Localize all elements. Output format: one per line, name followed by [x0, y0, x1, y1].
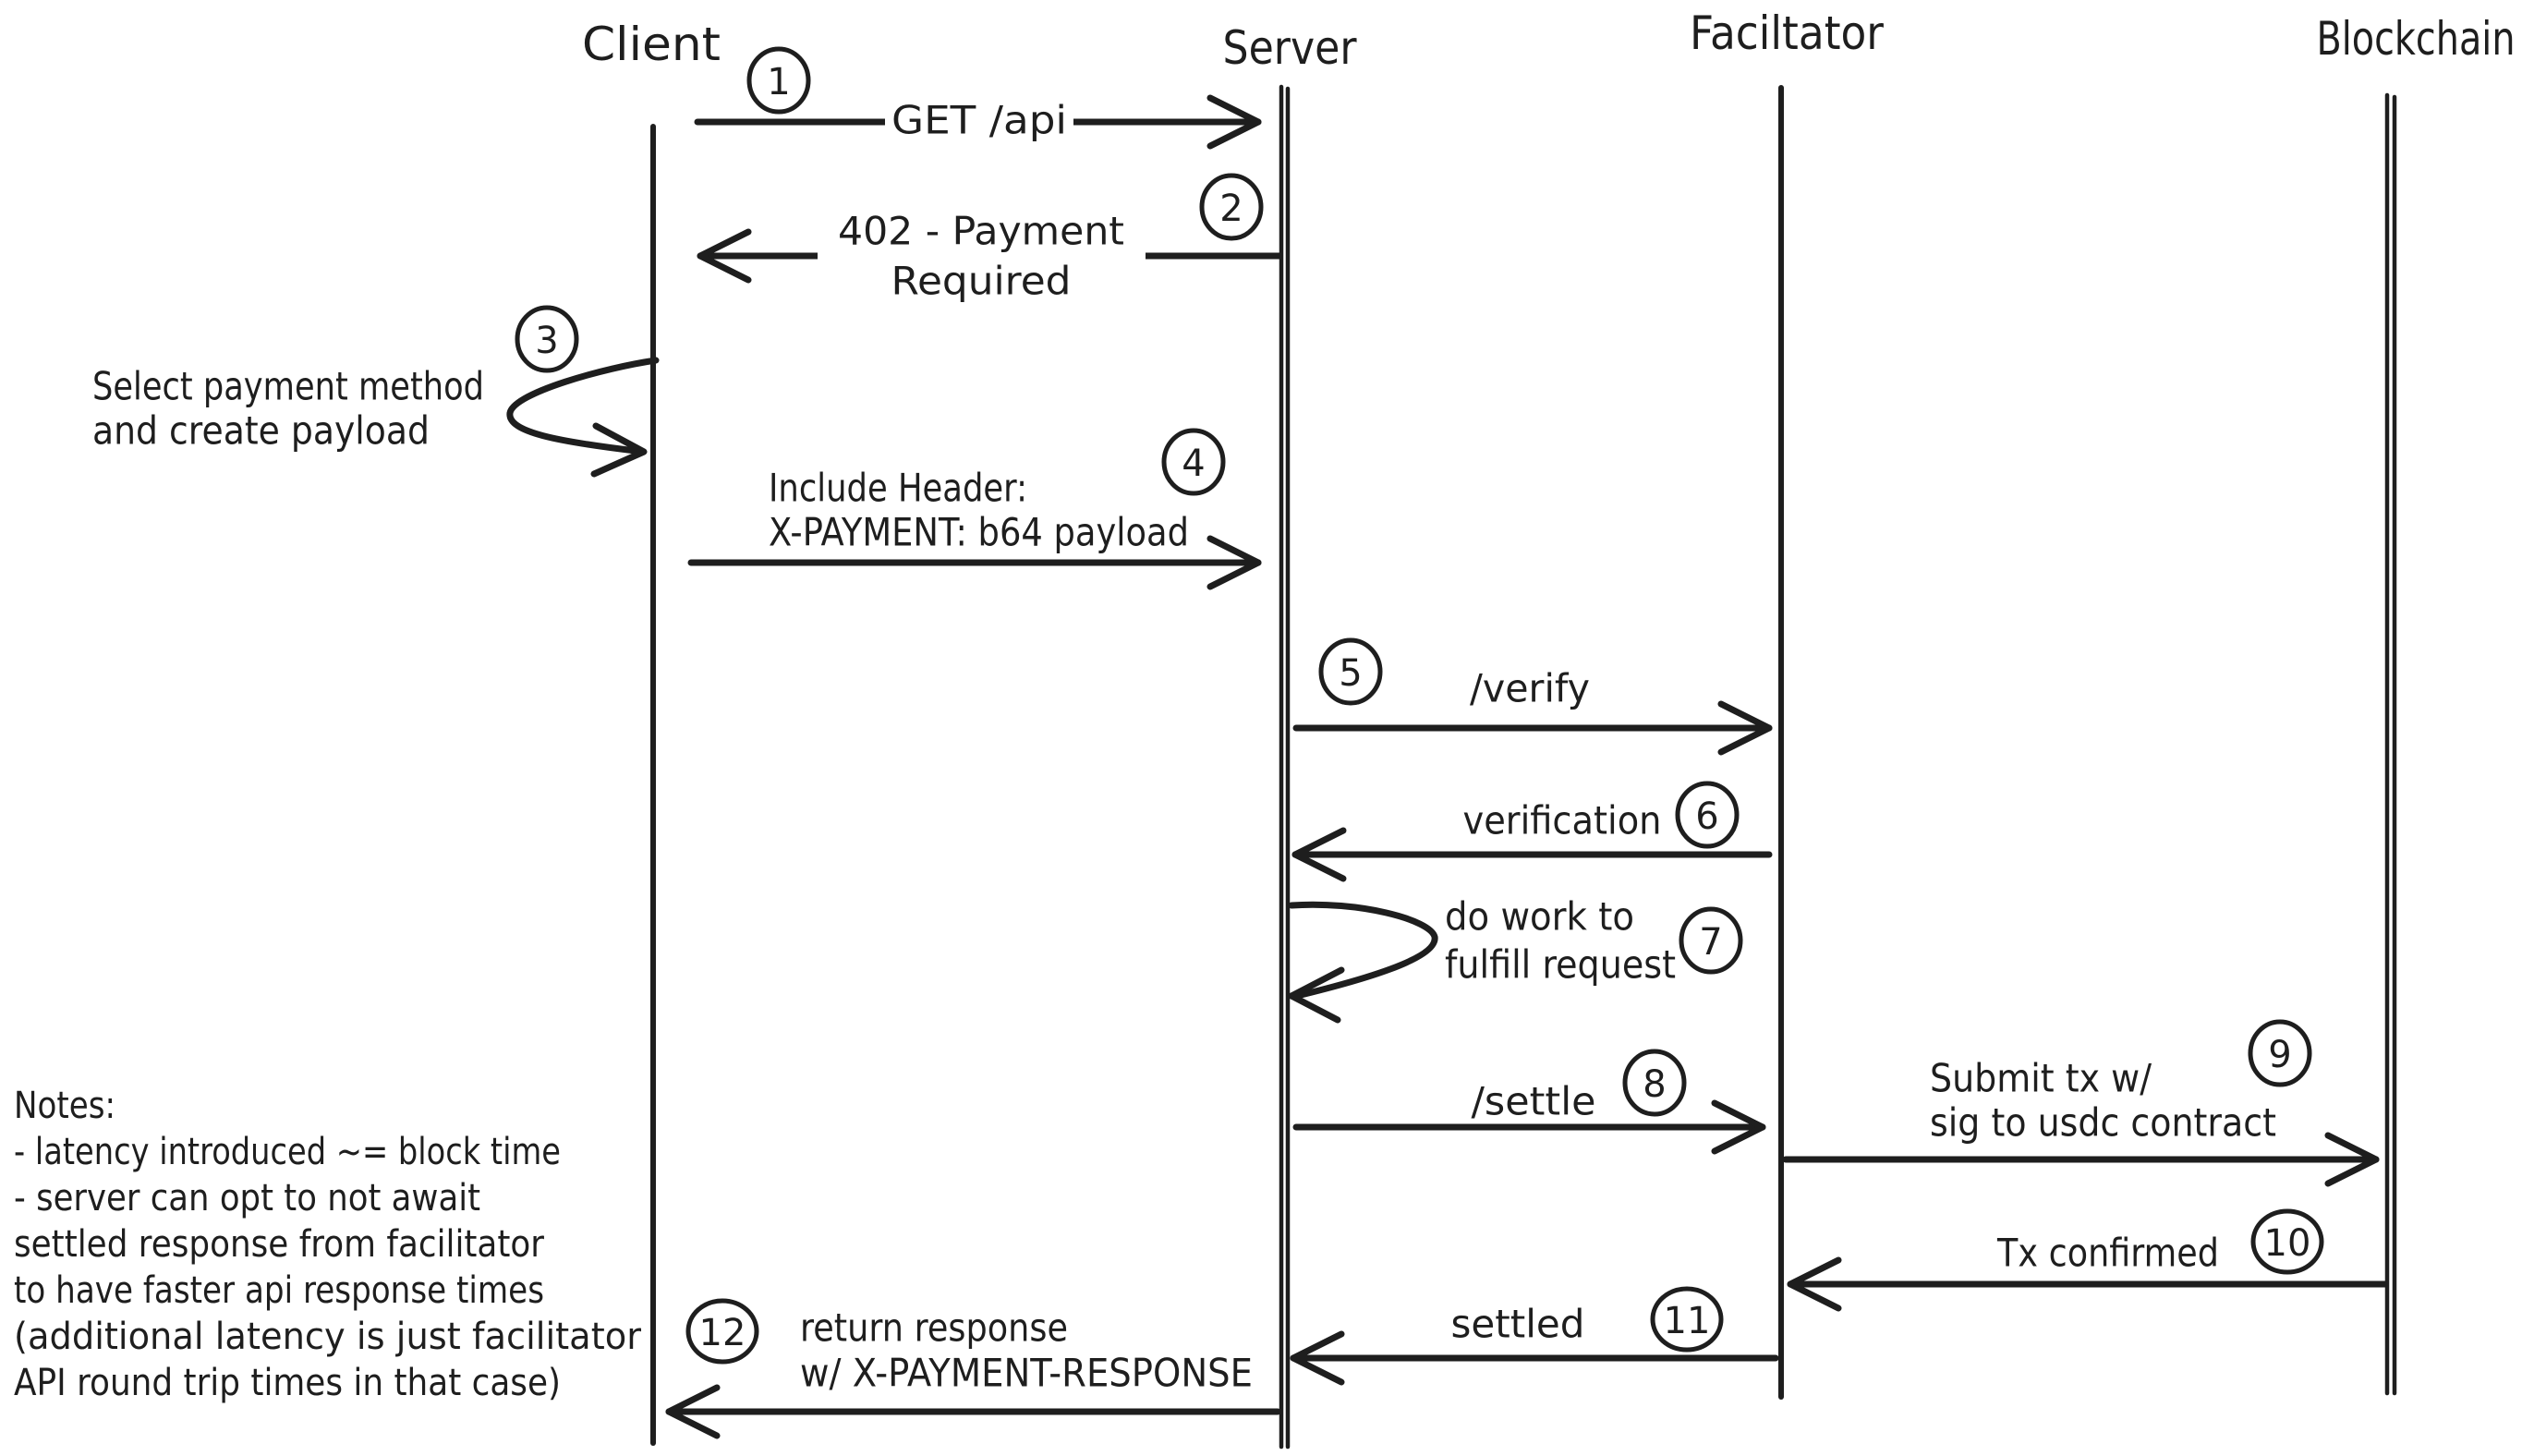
message-11-label: settled: [1451, 1302, 1585, 1347]
message-8: /settle 8: [1292, 1049, 1766, 1155]
lifelines: [650, 84, 2397, 1450]
message-2-label-line2: Required: [891, 259, 1072, 304]
message-2-label-line1: 402 - Payment: [838, 209, 1124, 254]
arrowhead-5: [1717, 700, 1773, 756]
step-circle-10: 10: [2250, 1208, 2324, 1275]
step-number-2: 2: [1219, 188, 1243, 230]
actor-labels: Client Server Faciltator Blockchain: [582, 6, 2516, 75]
note-line-5: (additional latency is just facilitator: [14, 1316, 642, 1358]
arrowhead-8: [1711, 1099, 1766, 1155]
step-circle-9: 9: [2248, 1019, 2312, 1087]
message-7: do work to fulfill request 7: [1288, 894, 1743, 1024]
notes-block: Notes: - latency introduced ~= block tim…: [14, 1085, 642, 1404]
step-circle-1: 1: [746, 46, 811, 115]
step-number-3: 3: [535, 320, 558, 362]
message-7-label-line2: fulfill request: [1445, 942, 1676, 988]
note-line-3: settled response from facilitator: [14, 1223, 544, 1266]
arrowhead-12: [665, 1384, 721, 1439]
arrowhead-10: [1787, 1256, 1842, 1312]
arrowhead-4: [1206, 535, 1262, 590]
actor-blockchain-label: Blockchain: [2317, 12, 2516, 66]
step-number-8: 8: [1643, 1063, 1666, 1106]
message-6: verification 6: [1291, 781, 1773, 882]
note-line-1: - latency introduced ~= block time: [14, 1131, 561, 1173]
message-6-label: verification: [1463, 798, 1662, 843]
message-5: /verify 5: [1292, 637, 1773, 756]
note-line-4: to have faster api response times: [14, 1269, 544, 1312]
label-bg-2: [818, 205, 1146, 305]
message-11: settled 11: [1290, 1286, 1779, 1386]
message-3: Select payment method and create payload…: [92, 305, 660, 478]
step-number-11: 11: [1664, 1300, 1711, 1342]
message-1-label: GET /api: [891, 98, 1067, 143]
step-number-5: 5: [1339, 652, 1362, 695]
actor-facilitator-label: Faciltator: [1690, 6, 1884, 60]
step-number-4: 4: [1182, 443, 1205, 485]
step-circle-2: 2: [1199, 173, 1264, 241]
message-12-label-line2: w/ X-PAYMENT-RESPONSE: [800, 1351, 1253, 1396]
arrowhead-3: [590, 422, 648, 478]
message-12: return response w/ X-PAYMENT-RESPONSE 12: [665, 1298, 1281, 1439]
step-circle-3: 3: [515, 305, 579, 373]
note-line-0: Notes:: [14, 1085, 115, 1127]
step-circle-8: 8: [1622, 1049, 1687, 1117]
step-number-9: 9: [2268, 1034, 2291, 1076]
message-4: Include Header: X-PAYMENT: b64 payload 4: [687, 428, 1262, 590]
message-1: GET /api 1: [694, 46, 1262, 150]
note-line-2: - server can opt to not await: [14, 1177, 480, 1219]
message-4-label-line2: X-PAYMENT: b64 payload: [769, 510, 1189, 555]
message-4-label-line1: Include Header:: [769, 466, 1027, 511]
step-number-1: 1: [767, 61, 790, 103]
self-loop-7: [1288, 901, 1438, 1000]
message-3-label-line1: Select payment method: [92, 364, 484, 409]
arrowhead-6: [1291, 827, 1347, 882]
step-circle-7: 7: [1679, 906, 1743, 975]
arrowhead-2: [697, 228, 752, 284]
arrowhead-7: [1288, 966, 1345, 1024]
note-line-6: API round trip times in that case): [14, 1362, 561, 1404]
self-loop-3: [506, 357, 660, 455]
step-number-7: 7: [1699, 921, 1722, 964]
message-2: 402 - Payment Required 2: [697, 173, 1283, 305]
message-3-label-line2: and create payload: [92, 408, 430, 454]
step-number-12: 12: [699, 1312, 746, 1354]
message-9: Submit tx w/ sig to usdc contract 9: [1782, 1019, 2380, 1187]
message-10: Tx confirmed 10: [1787, 1208, 2389, 1312]
step-circle-6: 6: [1675, 781, 1740, 849]
message-8-label: /settle: [1472, 1079, 1596, 1124]
actor-server-label: Server: [1223, 21, 1357, 75]
step-circle-5: 5: [1318, 637, 1383, 706]
step-circle-4: 4: [1161, 428, 1226, 496]
message-10-label: Tx confirmed: [1996, 1231, 2219, 1276]
step-number-6: 6: [1695, 795, 1718, 838]
label-bg-1: [885, 97, 1073, 143]
arrowhead-11: [1290, 1330, 1345, 1386]
arrowhead-9: [2324, 1132, 2380, 1187]
message-7-label-line1: do work to: [1445, 894, 1634, 940]
message-12-label-line1: return response: [800, 1305, 1068, 1351]
message-9-label-line2: sig to usdc contract: [1930, 1100, 2276, 1146]
step-number-10: 10: [2264, 1222, 2311, 1265]
step-circle-12: 12: [685, 1298, 759, 1365]
actor-client-label: Client: [582, 18, 721, 71]
arrowhead-1: [1206, 94, 1262, 150]
message-9-label-line1: Submit tx w/: [1930, 1056, 2152, 1101]
step-circle-11: 11: [1650, 1286, 1724, 1353]
message-5-label: /verify: [1470, 666, 1590, 711]
